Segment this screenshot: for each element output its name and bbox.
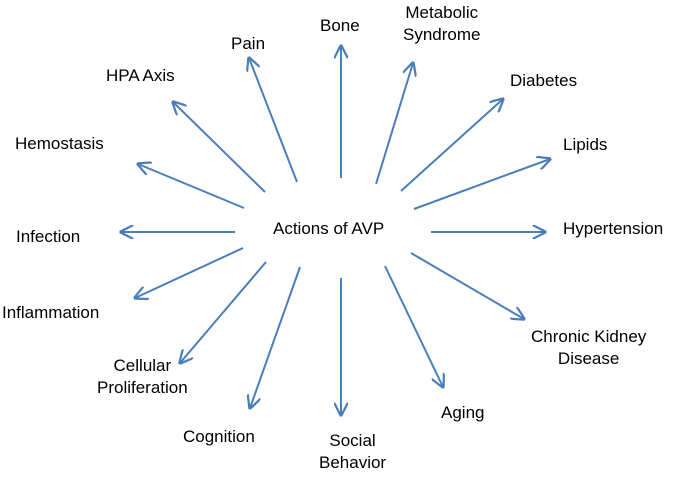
label-chronic-kidney-disease-line: Disease — [557, 349, 620, 368]
label-chronic-kidney-disease-line: Chronic Kidney — [531, 327, 647, 346]
label-aging-line: Aging — [441, 403, 485, 422]
arrow-inflammation — [135, 247, 244, 298]
label-cellular-proliferation-line: Cellular — [113, 356, 172, 375]
label-diabetes-line: Diabetes — [510, 71, 578, 90]
arrow-hemostasis — [138, 164, 245, 209]
arrow-cognition — [250, 266, 301, 408]
label-social-behavior-line: Behavior — [319, 453, 387, 472]
label-inflammation-line: Inflammation — [2, 303, 100, 322]
label-metabolic-syndrome-line: Metabolic — [405, 3, 479, 22]
label-hpa-axis-line: HPA Axis — [106, 66, 175, 85]
label-hypertension-line: Hypertension — [563, 219, 664, 238]
center-label: Actions of AVP — [273, 219, 385, 238]
label-inflammation: Inflammation — [2, 302, 99, 324]
label-cognition-line: Cognition — [183, 427, 255, 446]
label-hpa-axis: HPA Axis — [106, 65, 175, 87]
label-bone-line: Bone — [320, 16, 360, 35]
label-lipids-line: Lipids — [563, 135, 608, 154]
label-diabetes: Diabetes — [510, 70, 577, 92]
label-infection: Infection — [16, 226, 80, 248]
arrow-pain — [249, 58, 298, 183]
arrow-cellular-proliferation — [180, 261, 267, 363]
arrow-hpa-axis — [173, 102, 266, 193]
arrow-metabolic-syndrome — [375, 63, 413, 185]
label-hemostasis-line: Hemostasis — [15, 134, 104, 153]
label-infection-line: Infection — [16, 227, 81, 246]
label-pain: Pain — [231, 33, 265, 55]
label-hypertension: Hypertension — [563, 218, 663, 240]
label-hemostasis: Hemostasis — [15, 133, 104, 155]
label-pain-line: Pain — [231, 34, 266, 53]
label-aging: Aging — [441, 402, 484, 424]
label-cellular-proliferation-line: Proliferation — [97, 378, 188, 397]
label-lipids: Lipids — [563, 134, 607, 156]
label-metabolic-syndrome-line: Syndrome — [403, 25, 481, 44]
label-cognition: Cognition — [183, 426, 255, 448]
arrow-chronic-kidney-disease — [410, 252, 524, 319]
label-bone: Bone — [320, 15, 360, 37]
arrow-diabetes — [400, 99, 503, 192]
arrow-lipids — [413, 159, 550, 210]
arrow-aging — [384, 265, 443, 387]
label-social-behavior-line: Social — [329, 431, 376, 450]
